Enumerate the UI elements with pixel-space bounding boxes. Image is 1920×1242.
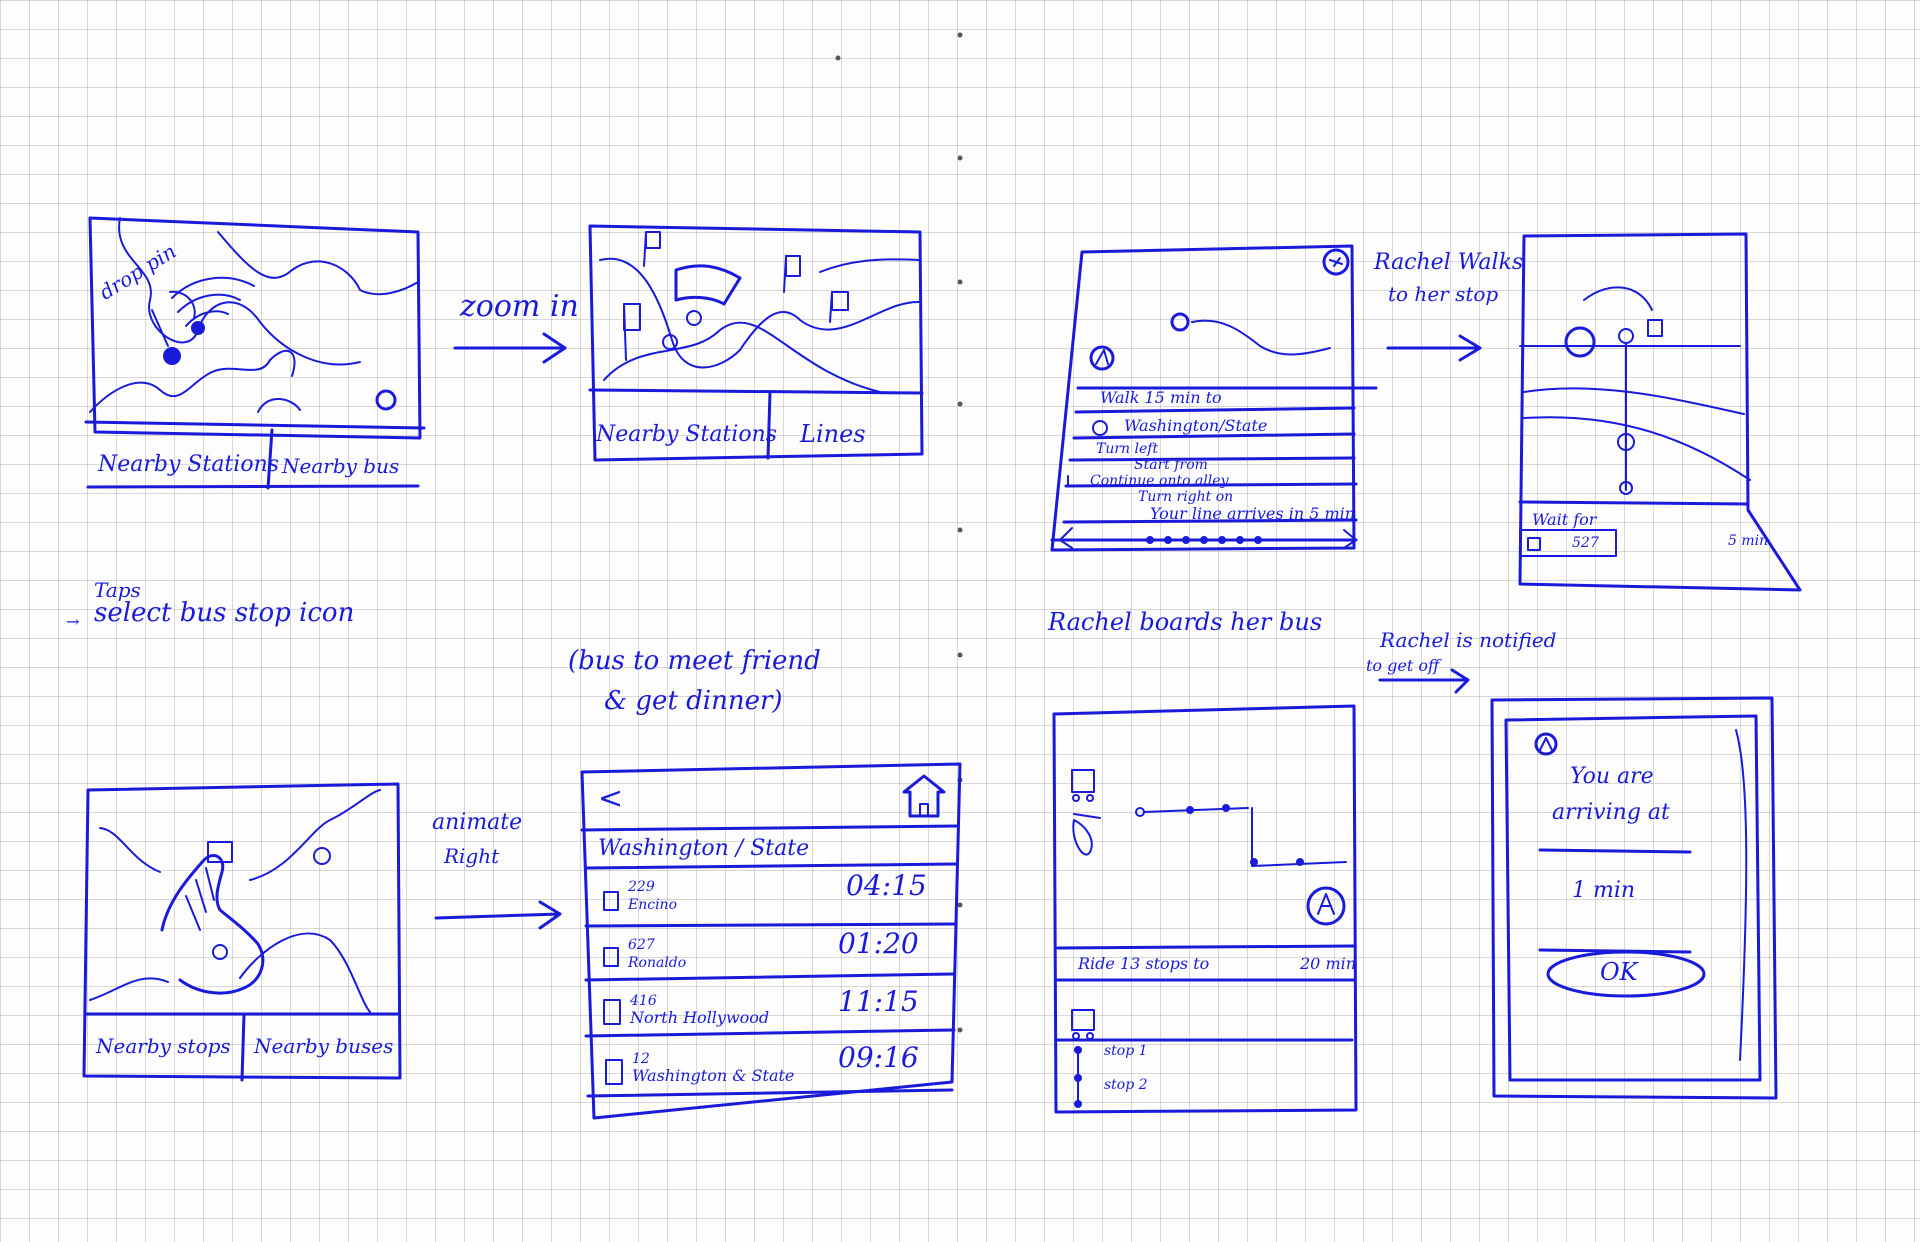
rachel-notified-line1: Rachel is notified	[1380, 628, 1557, 652]
arrow-notified	[1378, 668, 1470, 694]
select-bus-stop-label: select bus stop icon	[94, 598, 355, 628]
screen4-wait-label: Wait for	[1532, 510, 1597, 529]
screen7-ride-time: 20 min	[1300, 954, 1357, 973]
screen8-ok-button[interactable]: OK	[1600, 958, 1638, 986]
bus-purpose-line2: & get dinner)	[604, 686, 783, 716]
screen7-stop1: stop 1	[1104, 1043, 1148, 1059]
to-her-stop-label: to her stop	[1388, 282, 1499, 306]
screen8-message-line1: You are	[1570, 764, 1654, 789]
screen1-wireframe	[84, 216, 426, 490]
screen5-tab-nearby-stops[interactable]: Nearby stops	[96, 1034, 231, 1058]
screen8-message-line2: arriving at	[1552, 800, 1670, 825]
screen6-back-button[interactable]: <	[598, 781, 624, 816]
screen8-message-line3: 1 min	[1572, 878, 1636, 903]
row4-line[interactable]: 12	[632, 1051, 650, 1067]
screen7-stop2: stop 2	[1104, 1077, 1148, 1093]
screen3-wireframe	[1050, 244, 1378, 552]
row2-time: 01:20	[838, 927, 919, 960]
screen2-tab-nearby-stations[interactable]: Nearby Stations	[596, 422, 778, 447]
arrow-glyph: →	[66, 612, 80, 631]
screen6-station-title: Washington / State	[598, 836, 810, 861]
arrow-walks	[1386, 334, 1482, 362]
row4-time: 09:16	[838, 1041, 919, 1074]
screen8-wireframe	[1490, 696, 1778, 1100]
taps-label: Taps	[94, 578, 141, 602]
row2-line[interactable]: 627	[628, 937, 655, 953]
rachel-walks-label: Rachel Walks	[1374, 250, 1524, 275]
row1-name[interactable]: Encino	[628, 897, 677, 913]
row1-line[interactable]: 229	[628, 879, 655, 895]
screen3-stop-row: Washington/State	[1124, 416, 1268, 435]
screen3-walk-row: Walk 15 min to	[1100, 388, 1222, 407]
arrow-animate	[434, 900, 562, 930]
arrow-zoom	[453, 332, 567, 364]
screen4-wireframe	[1518, 232, 1802, 592]
row1-time: 04:15	[846, 869, 927, 902]
row3-line[interactable]: 416	[630, 993, 657, 1009]
screen6-wireframe	[580, 762, 962, 1120]
screen3-direction1: Turn left	[1096, 441, 1159, 457]
screen2-tab-lines[interactable]: Lines	[800, 420, 866, 448]
screen2-wireframe	[588, 224, 924, 462]
screen1-tab-nearby-stations[interactable]: Nearby Stations	[98, 452, 280, 477]
screen3-arrival-row: Your line arrives in 5 min	[1150, 504, 1356, 523]
screen3-direction2: Start from	[1134, 457, 1208, 473]
row4-name[interactable]: Washington & State	[632, 1066, 795, 1085]
screen3-direction3: Continue onto alley	[1090, 473, 1229, 489]
right-label: Right	[444, 844, 500, 868]
bus-purpose-line1: (bus to meet friend	[568, 646, 821, 676]
screen5-wireframe	[82, 782, 402, 1082]
row3-name[interactable]: North Hollywood	[630, 1008, 770, 1027]
rachel-notified-line2: to get off	[1366, 656, 1440, 675]
screen7-wireframe	[1052, 704, 1358, 1114]
rachel-boards-label: Rachel boards her bus	[1048, 608, 1323, 636]
row2-name[interactable]: Ronaldo	[628, 955, 687, 971]
screen5-tab-nearby-buses[interactable]: Nearby buses	[254, 1034, 394, 1058]
screen3-direction4: Turn right on	[1138, 489, 1234, 505]
animate-label: animate	[432, 810, 523, 835]
screen7-ride-row: Ride 13 stops to	[1078, 954, 1210, 973]
screen4-bus-number: 527	[1572, 535, 1599, 551]
screen4-wait-time: 5 min	[1728, 533, 1769, 549]
zoom-in-label: zoom in	[460, 289, 579, 324]
screen1-tab-nearby-bus[interactable]: Nearby bus	[282, 454, 400, 478]
row3-time: 11:15	[838, 985, 919, 1018]
